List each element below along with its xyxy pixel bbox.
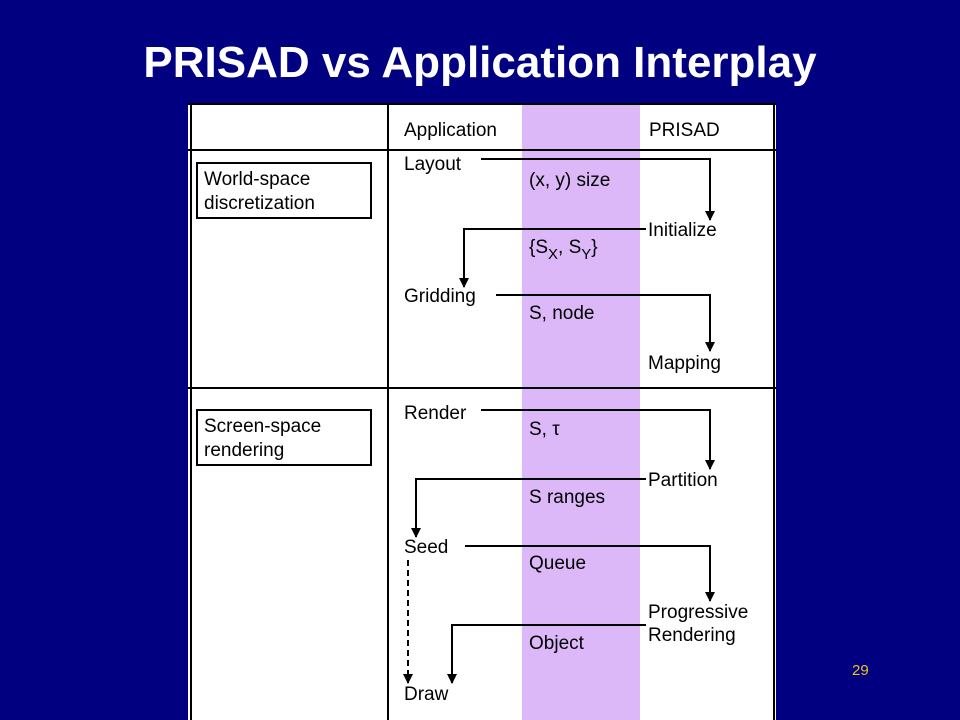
phase-label-line2: discretization	[204, 193, 315, 214]
prisad-step-mapping: Mapping	[648, 353, 721, 374]
column-header-prisad: PRISAD	[649, 120, 720, 141]
app-step-layout: Layout	[404, 154, 462, 175]
table-grid	[188, 103, 776, 720]
prisad-step-partition: Partition	[648, 470, 718, 491]
interplay-diagram: Application PRISAD World-space discretiz…	[188, 103, 776, 720]
app-step-seed: Seed	[404, 537, 448, 558]
phase-label-line1: Screen-space	[204, 416, 321, 437]
arrow-layout-to-initialize	[481, 158, 715, 221]
phase-label-line1: World-space	[204, 169, 310, 190]
data-band	[522, 103, 640, 720]
data-item-queue: Queue	[529, 553, 586, 574]
data-item-s-node: S, node	[529, 303, 595, 324]
arrow-initialize-to-gridding	[459, 228, 646, 288]
data-item-xy-size: (x, y) size	[529, 170, 610, 191]
phase-box-screen-space: Screen-space rendering	[196, 409, 372, 466]
arrow-partition-to-seed	[411, 478, 646, 538]
app-step-draw: Draw	[404, 684, 449, 705]
column-header-application: Application	[404, 120, 497, 141]
data-item-object: Object	[529, 633, 585, 654]
page-number: 29	[852, 662, 869, 679]
slide-title: PRISAD vs Application Interplay	[143, 38, 817, 87]
data-item-s-ranges: S ranges	[529, 487, 605, 508]
arrow-seed-to-progressive	[465, 545, 715, 602]
arrow-gridding-to-mapping	[496, 294, 715, 352]
prisad-step-progressive-line2: Rendering	[648, 625, 736, 646]
app-step-gridding: Gridding	[404, 286, 476, 307]
prisad-step-initialize: Initialize	[648, 220, 717, 241]
app-step-render: Render	[404, 403, 467, 424]
arrow-render-to-partition	[481, 409, 715, 470]
prisad-step-progressive-line1: Progressive	[648, 602, 748, 623]
arrow-progressive-to-draw	[447, 624, 646, 684]
data-item-s-tau: S, τ	[529, 419, 560, 440]
data-item-sx-sy: {SX, SY}	[529, 237, 598, 263]
phase-box-world-space: World-space discretization	[196, 162, 372, 219]
phase-label-line2: rendering	[204, 440, 284, 461]
